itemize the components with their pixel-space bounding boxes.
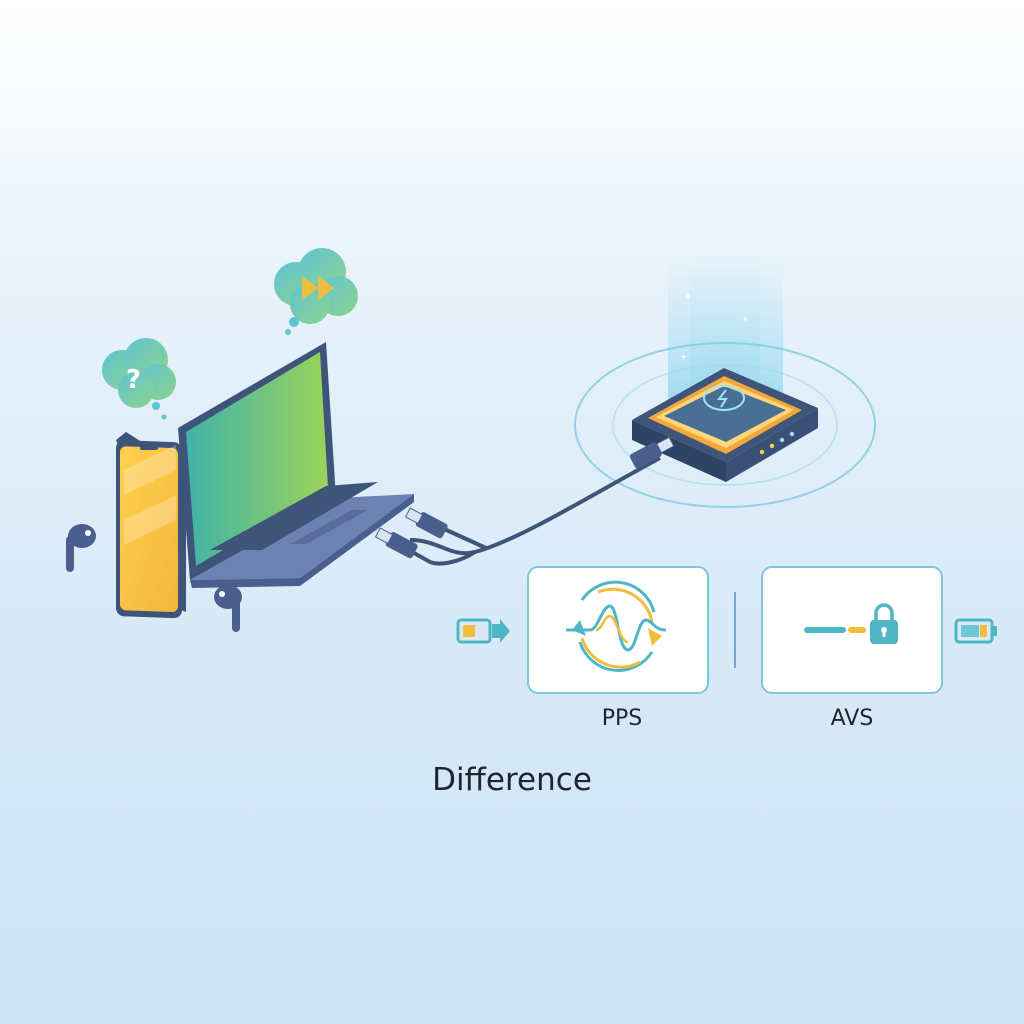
pps-card: [527, 566, 709, 694]
charging-beam: ✦ ✦ ✦: [668, 250, 783, 410]
fast-forward-icon: [302, 276, 334, 300]
fast-forward-bubble: [274, 248, 358, 335]
locked-level-icon: [804, 603, 898, 644]
avs-label: AVS: [830, 706, 874, 731]
svg-text:✦: ✦: [742, 315, 749, 324]
difference-caption: Difference: [432, 762, 592, 798]
smartphone-icon: [116, 432, 186, 619]
charging-aura-outer: [574, 342, 876, 508]
svg-text:✦: ✦: [680, 353, 688, 363]
usb-cable: [374, 436, 675, 566]
battery-full-icon: [954, 618, 997, 644]
laptop-icon: [178, 342, 414, 588]
pps-label: PPS: [601, 706, 643, 731]
earbud-icon: [66, 524, 96, 572]
variable-wave-cycle-icon: [566, 580, 667, 672]
avs-card: [761, 566, 943, 694]
svg-text:✦: ✦: [684, 292, 692, 303]
battery-low-icon: [456, 618, 510, 644]
charging-aura-inner: [612, 364, 838, 486]
wireless-charging-pad-icon: [632, 368, 818, 482]
earbud-icon: [214, 585, 242, 632]
question-bubble: ?: [102, 338, 176, 420]
question-mark-icon: ?: [126, 365, 141, 395]
